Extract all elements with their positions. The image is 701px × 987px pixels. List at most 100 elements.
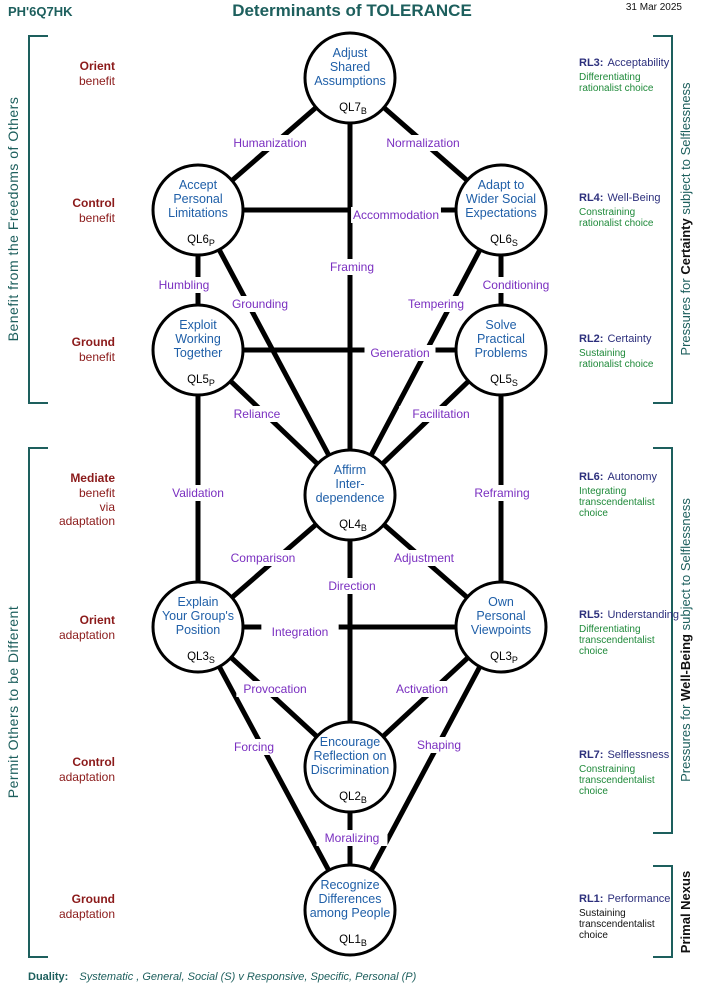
- node-text-line: Personal: [173, 192, 222, 206]
- left-level-title: Control: [72, 755, 115, 769]
- right-level-desc: transcendentalist: [579, 775, 655, 786]
- right-level-title: RL4:Well-Being: [579, 192, 660, 204]
- edge-label-framing: Framing: [330, 260, 374, 274]
- right-bracket-primal: [653, 865, 673, 958]
- right-level-desc: Integrating: [579, 486, 626, 497]
- edge-label-facilitation: Facilitation: [412, 407, 469, 421]
- node-text-line: Adapt to: [478, 178, 525, 192]
- duality-footer: Duality: Systematic , General, Social (S…: [28, 971, 417, 983]
- document-code: PH'6Q7HK: [8, 4, 73, 19]
- left-level-title: Orient: [80, 59, 115, 73]
- node-text-line: Discrimination: [311, 763, 390, 777]
- right-level-desc: Differentiating: [579, 624, 641, 635]
- node-circle: [151, 580, 245, 674]
- node-code: QL2B: [339, 791, 367, 805]
- left-level-title: Ground: [72, 335, 115, 349]
- edge-label-bg: [319, 578, 385, 594]
- right-group-label-certainty: Pressures for Certainty subject to Selfl…: [678, 82, 693, 356]
- edge-label-bg: [378, 135, 468, 151]
- edge-line-ql3s-ql1: [195, 625, 353, 912]
- right-level-desc: Differentiating: [579, 72, 641, 83]
- node-text-line: Own: [488, 595, 514, 609]
- edge-label-bg: [386, 681, 458, 697]
- right-level-title: RL3:Acceptability: [579, 57, 670, 69]
- edge-label-bg: [403, 296, 469, 312]
- left-level-subtitle: benefit: [79, 211, 116, 225]
- edge-label-forcing: Forcing: [234, 740, 274, 754]
- edge-label-bg: [227, 739, 281, 755]
- node-circle: [303, 863, 397, 957]
- left-level-title: Control: [72, 196, 115, 210]
- edge-label-bg: [474, 277, 558, 293]
- left-levels: OrientbenefitControlbenefitGroundbenefit…: [59, 59, 116, 921]
- right-level-desc: rationalist choice: [579, 218, 654, 229]
- node-text-line: Recognize: [320, 878, 379, 892]
- node-circle: [151, 163, 245, 257]
- node-text-line: dependence: [316, 491, 385, 505]
- node-text-line: Working: [175, 332, 221, 346]
- left-group-label-benefit: Benefit from the Freedoms of Others: [5, 97, 21, 342]
- edge-label-bg: [227, 550, 299, 566]
- left-level-subtitle: adaptation: [59, 628, 115, 642]
- right-group-label-wellbeing: Pressures for Well-Being subject to Self…: [678, 498, 693, 782]
- edge-label-generation: Generation: [370, 346, 429, 360]
- right-level-title: RL5:Understanding: [579, 609, 679, 621]
- nodes: AdjustSharedAssumptionsQL7BAcceptPersona…: [151, 31, 548, 957]
- node-code: QL6S: [490, 234, 518, 248]
- right-level-desc: Constraining: [579, 207, 635, 218]
- node-text-line: Inter-: [335, 477, 364, 491]
- edge-label-provocation: Provocation: [243, 682, 306, 696]
- right-level-desc: Sustaining: [579, 348, 626, 359]
- node-text-line: Limitations: [168, 206, 228, 220]
- edge-label-reliance: Reliance: [234, 407, 281, 421]
- node-code: QL5P: [187, 374, 215, 388]
- edge-label-humbling: Humbling: [159, 278, 210, 292]
- edge-label-conditioning: Conditioning: [483, 278, 550, 292]
- node-text-line: Exploit: [179, 318, 217, 332]
- right-level-desc: transcendentalist: [579, 919, 655, 930]
- page-title: Determinants of TOLERANCE: [232, 1, 472, 20]
- left-level-subtitle: benefit: [79, 350, 116, 364]
- node-code: QL3P: [490, 651, 518, 665]
- edge-label-bg: [412, 737, 466, 753]
- node-text-line: Position: [176, 623, 221, 637]
- edge-label-bg: [227, 296, 293, 312]
- left-bracket-benefit: [28, 35, 48, 404]
- right-level-desc: choice: [579, 786, 608, 797]
- node-text-line: Accept: [179, 178, 218, 192]
- right-level-desc: choice: [579, 646, 608, 657]
- right-level-desc: choice: [579, 930, 608, 941]
- node-text-line: Reflection on: [314, 749, 387, 763]
- edge-label-tempering: Tempering: [408, 297, 464, 311]
- edge-label-activation: Activation: [396, 682, 448, 696]
- edge-label-bg: [227, 406, 287, 422]
- right-group-label-primal: Primal Nexus: [678, 871, 693, 953]
- node-text-line: Adjust: [333, 46, 368, 60]
- edge-label-bg: [325, 259, 379, 275]
- edge-label-reframing: Reframing: [474, 486, 529, 500]
- node-code: QL6P: [187, 234, 215, 248]
- node-circle: [454, 303, 548, 397]
- left-level-subtitle: benefit: [79, 74, 116, 88]
- right-level-desc: choice: [579, 508, 608, 519]
- node-text-line: Personal: [476, 609, 525, 623]
- edge-label-bg: [261, 624, 339, 640]
- right-level-title: RL2:Certainty: [579, 333, 652, 345]
- node-text-line: Solve: [485, 318, 516, 332]
- left-level-subtitle: benefit: [79, 486, 116, 500]
- node-text-line: among People: [310, 906, 391, 920]
- node-text-line: Expectations: [465, 206, 537, 220]
- edge-label-bg: [228, 135, 312, 151]
- left-level-title: Orient: [80, 613, 115, 627]
- node-text-line: Encourage: [320, 735, 381, 749]
- node-circle: [454, 580, 548, 674]
